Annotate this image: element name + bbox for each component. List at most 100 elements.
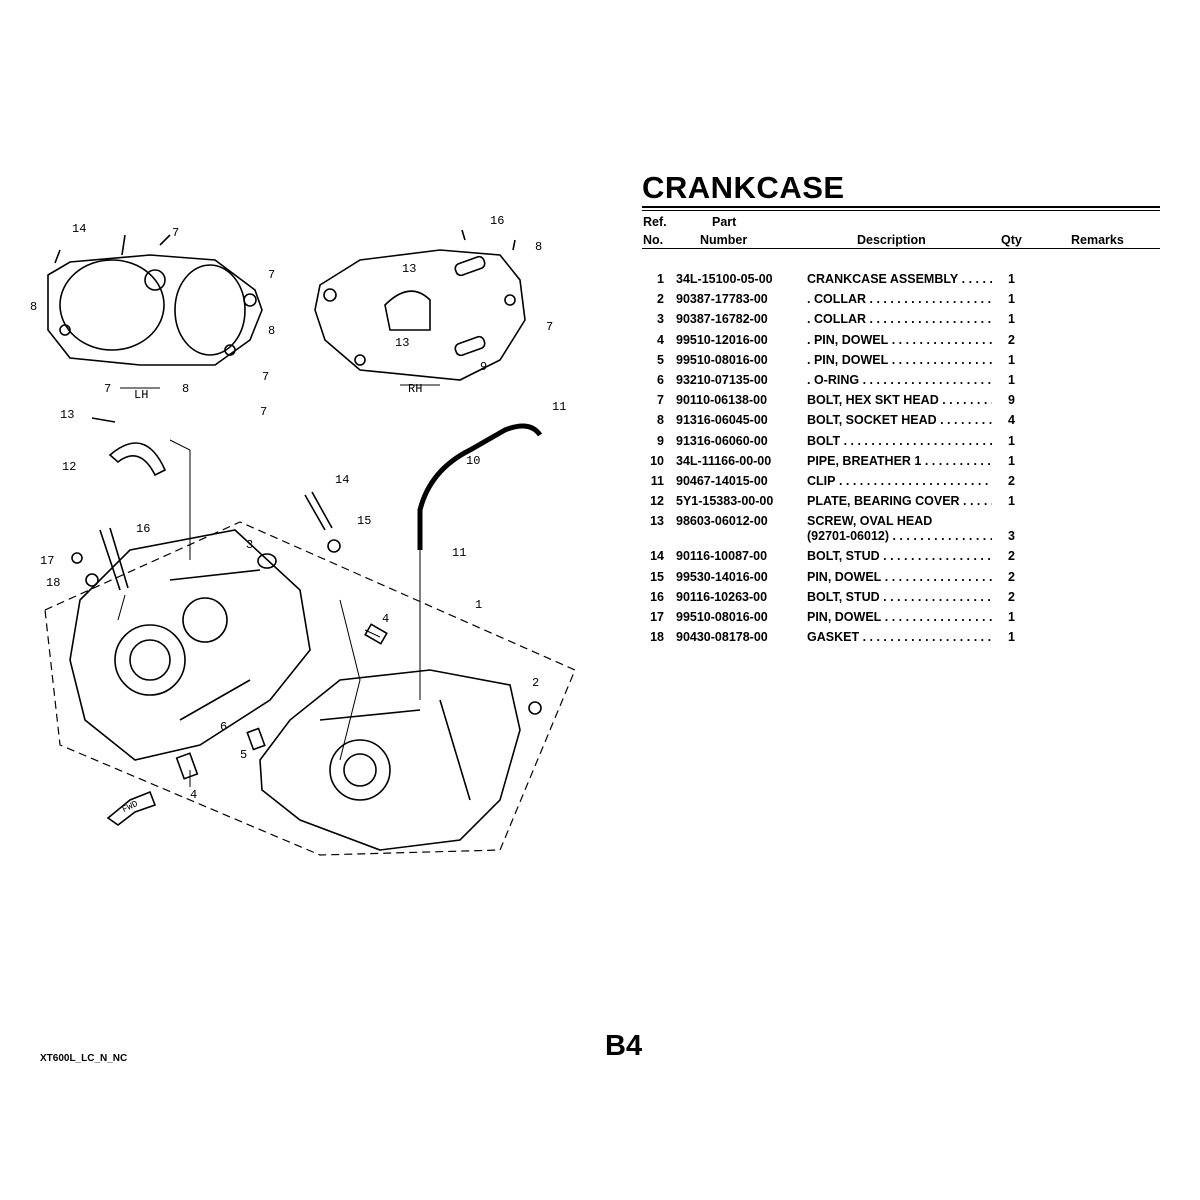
description: PIN, DOWEL . . . . . . . . . . . . . . .…: [807, 569, 992, 584]
diagram-callout: 13: [395, 336, 410, 350]
ref-number: 2: [657, 292, 664, 307]
table-row: 5 99510-08016-00 . PIN, DOWEL . . . . . . …: [642, 353, 1162, 371]
rh-cover-drawing: [314, 229, 526, 381]
quantity: 1: [1008, 373, 1015, 387]
diagram-callout: 15: [357, 514, 372, 528]
ref-number: 11: [650, 474, 664, 488]
ref-number: 6: [657, 373, 664, 387]
quantity: 1: [1008, 630, 1015, 645]
table-row: 9 91316-06060-00 BOLT . . . . . . . . . . …: [642, 434, 1162, 452]
part-number: 90430-08178-00: [676, 630, 768, 645]
part-number: 99510-08016-00: [676, 352, 768, 367]
diagram-callout: 14: [72, 222, 87, 236]
header-description: Description: [857, 233, 926, 247]
description: BOLT, SOCKET HEAD . . . . . . . . . . . …: [807, 413, 992, 428]
ref-number: 3: [657, 312, 664, 327]
ref-number: 18: [650, 630, 664, 645]
diagram-callout: 11: [452, 546, 467, 560]
description: . COLLAR . . . . . . . . . . . . . . . .…: [807, 292, 992, 307]
lh-label: LH: [134, 388, 149, 402]
quantity: 2: [1008, 569, 1015, 584]
diagram-callout: 5: [240, 748, 248, 762]
part-number: 98603-06012-00: [676, 514, 768, 529]
description: BOLT, STUD . . . . . . . . . . . . . . .…: [807, 549, 992, 564]
description: BOLT, STUD . . . . . . . . . . . . . . .…: [807, 589, 992, 604]
diagram-callout: 2: [532, 676, 540, 690]
ref-number: 12: [650, 494, 664, 509]
diagram-callout: 4: [190, 788, 198, 802]
table-row: 2 90387-17783-00 . COLLAR . . . . . . . . …: [642, 292, 1162, 310]
quantity: 9: [1008, 393, 1015, 408]
part-number: 5Y1-15383-00-00: [676, 494, 774, 509]
diagram-callout: 4: [382, 612, 390, 626]
diagram-callout: 6: [220, 720, 228, 734]
part-number: 91316-06045-00: [676, 413, 768, 428]
description: PIN, DOWEL . . . . . . . . . . . . . . .…: [807, 610, 992, 624]
part-number: 34L-11166-00-00: [676, 453, 772, 468]
table-row: 11 90467-14015-00 CLIP . . . . . . . . . .…: [642, 474, 1162, 492]
diagram-callout: 13: [402, 262, 417, 276]
description: . PIN, DOWEL . . . . . . . . . . . . . .…: [807, 352, 992, 367]
part-number: 93210-07135-00: [676, 373, 768, 387]
lh-cover-drawing: [47, 234, 263, 366]
part-number: 90116-10263-00: [676, 589, 768, 604]
description: BOLT, HEX SKT HEAD . . . . . . . . . . .…: [807, 393, 992, 408]
diagram-callout: 3: [246, 538, 254, 552]
header-part-top: Part: [712, 215, 737, 229]
diagram-callout: 1: [475, 598, 483, 612]
part-number: 99510-12016-00: [676, 332, 768, 347]
ref-number: 17: [650, 610, 664, 624]
breather-pipe-drawing: [417, 423, 543, 550]
quantity: 4: [1008, 413, 1015, 428]
assembly-outline: [44, 521, 576, 856]
lh-crankcase-drawing: [69, 529, 311, 761]
diagram-callout: 7: [262, 370, 270, 384]
diagram-callout: 13: [60, 408, 75, 422]
ref-number: 7: [657, 393, 664, 408]
table-row: 12 5Y1-15383-00-00 PLATE, BEARING COVER . …: [642, 494, 1162, 512]
description: CLIP . . . . . . . . . . . . . . . . . .…: [807, 474, 992, 488]
bearing-cover-plate-drawing: [108, 442, 167, 477]
table-row: 10 34L-11166-00-00 PIPE, BREATHER 1 . . . …: [642, 454, 1162, 472]
part-number: 90387-17783-00: [676, 292, 768, 307]
diagram-callout: 8: [182, 382, 190, 396]
ref-number: 10: [650, 453, 664, 468]
quantity: 1: [1008, 352, 1015, 367]
diagram-callout: 9: [480, 360, 488, 374]
ref-number: 9: [657, 433, 664, 448]
description: CRANKCASE ASSEMBLY . . . . . . . . . . .…: [807, 272, 992, 286]
diagram-callout: 8: [268, 324, 276, 338]
quantity: 1: [1008, 494, 1015, 509]
screw-drawing: [91, 417, 116, 423]
quantity: 2: [1008, 549, 1015, 564]
quantity: 2: [1008, 332, 1015, 347]
ref-number: 4: [657, 332, 664, 347]
header-ref-bottom: No.: [643, 233, 664, 247]
part-number: 91316-06060-00: [676, 433, 768, 448]
model-code: XT600L_LC_N_NC: [40, 1053, 128, 1064]
diagram-callout: 7: [104, 382, 112, 396]
part-number: 90467-14015-00: [676, 474, 768, 488]
diagram-callout: 8: [30, 300, 38, 314]
header-ref-top: Ref.: [643, 215, 667, 229]
part-number: 90110-06138-00: [676, 393, 768, 408]
part-number: 90387-16782-00: [676, 312, 768, 327]
part-number: 34L-15100-05-00: [676, 272, 773, 286]
diagram-callout: 10: [466, 454, 481, 468]
header-rule: [642, 248, 1160, 249]
description: BOLT . . . . . . . . . . . . . . . . . .…: [807, 433, 992, 448]
diagram-callout: 8: [535, 240, 543, 254]
diagram-callout: 7: [268, 268, 276, 282]
quantity: 1: [1008, 433, 1015, 448]
diagram-callout: 7: [260, 405, 268, 419]
part-number: 90116-10087-00: [676, 549, 768, 564]
description: PIPE, BREATHER 1 . . . . . . . . . . . .…: [807, 453, 992, 468]
description: PLATE, BEARING COVER . . . . . . . . . .…: [807, 494, 992, 509]
ref-number: 5: [657, 352, 664, 367]
